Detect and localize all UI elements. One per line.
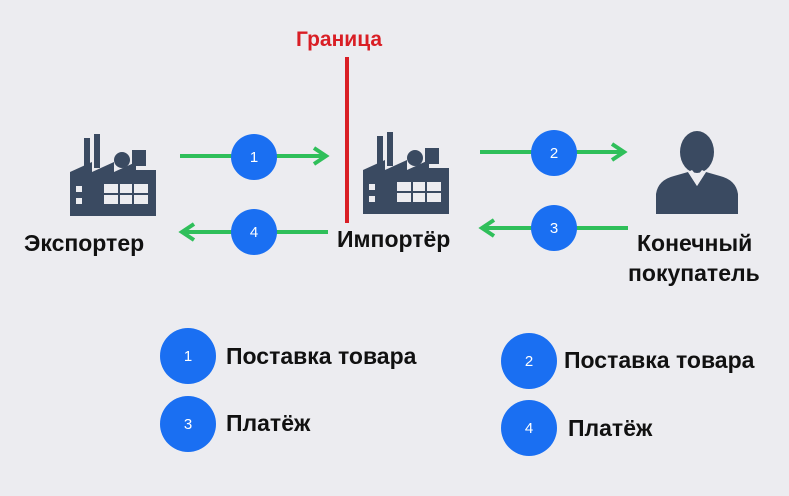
legend-badge-3: 3 [160,396,216,452]
border-label: Граница [296,28,383,51]
legend-text-3: Платёж [226,410,311,436]
buyer-label-line2: покупатель [628,260,760,286]
importer-factory-icon [363,132,449,214]
buyer-person-icon [656,131,738,214]
flow-badge-4: 4 [231,209,277,255]
flow-badge-1: 1 [231,134,277,180]
legend-text-1: Поставка товара [226,343,417,369]
legend-badge-2: 2 [501,333,557,389]
legend-text-4: Платёж [568,415,653,441]
legend-badge-1: 1 [160,328,216,384]
exporter-factory-icon [70,134,156,216]
legend-badge-4: 4 [501,400,557,456]
border-line [345,57,349,223]
flow-badge-2: 2 [531,130,577,176]
legend-text-2: Поставка товара [564,347,755,373]
exporter-label: Экспортер [24,230,145,256]
flow-badge-3: 3 [531,205,577,251]
importer-label: Импортёр [337,226,451,252]
buyer-label-line1: Конечный [637,230,753,256]
